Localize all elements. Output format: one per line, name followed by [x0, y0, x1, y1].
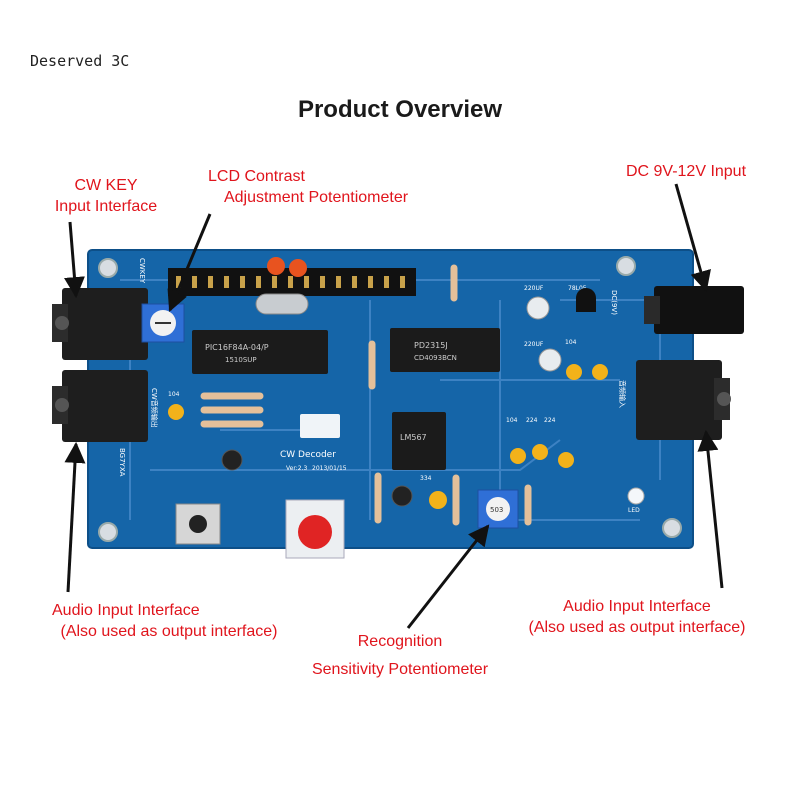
- cap3-label: 224: [526, 417, 538, 424]
- cap5-label: 334: [420, 475, 432, 482]
- audio-jack-bottom-left: [52, 370, 148, 442]
- callout-arrows: [64, 183, 724, 629]
- audio-left-label: Audio Input Interface (Also used as outp…: [34, 600, 304, 642]
- chip2-label: PD2315J: [414, 341, 448, 350]
- audio-right-line1: Audio Input Interface: [563, 598, 711, 615]
- arrow-audio-right: [697, 429, 724, 589]
- chip2-sub-label: CD4093BCN: [414, 354, 457, 362]
- dc-mark-label: DC(9V): [610, 290, 618, 315]
- serial-label: BG7YXA: [118, 448, 126, 477]
- lcd-contrast-potentiometer: [141, 303, 185, 343]
- dc-input-label: DC 9V-12V Input: [606, 161, 766, 182]
- audio-jack-top-left: [52, 288, 148, 360]
- side-right-label: 音频输入: [618, 380, 627, 408]
- cw-key-button: [285, 499, 345, 559]
- arrow-dc-input: [674, 183, 711, 293]
- dc-label-line1: DC 9V-12V Input: [625, 163, 747, 180]
- chip3-label: LM567: [400, 433, 427, 442]
- chip-lm567: LM567: [392, 412, 446, 470]
- recognition-line2: Sensitivity Potentiometer: [311, 661, 489, 678]
- cw-key-label-line2: Input Interface: [54, 198, 158, 215]
- audio-left-line1: Audio Input Interface: [52, 602, 200, 619]
- arrow-cw-key: [64, 221, 85, 299]
- yellow-capacitors: [168, 364, 608, 509]
- audio-left-line2: (Also used as output interface): [60, 623, 278, 640]
- audio-jack-right: [636, 360, 731, 440]
- recognition-potentiometer: 503: [477, 489, 519, 529]
- chip-cd4093: PD2315J CD4093BCN: [390, 328, 500, 372]
- side-left-label: CW音频输出: [150, 388, 159, 428]
- recognition-line1: Recognition: [357, 633, 443, 650]
- chip-pic16f84a: PIC16F84A-04/P 1510SUP: [192, 330, 328, 374]
- board-name: CW Decoder: [280, 450, 336, 460]
- audio-right-line2: (Also used as output interface): [528, 619, 746, 636]
- lcd-label-line2: Adjustment Potentiometer: [223, 189, 409, 206]
- cw-key-label: CW KEY Input Interface: [36, 175, 176, 217]
- pot-mark-label: 503: [490, 506, 503, 514]
- chip1-sub-label: 1510SUP: [225, 356, 257, 364]
- cap6-label: 104: [506, 417, 518, 424]
- cw-key-label-line1: CW KEY: [74, 177, 138, 194]
- board-date: 2013/01/15: [312, 465, 347, 472]
- crystal: [255, 293, 309, 315]
- reset-button: [175, 503, 221, 545]
- reg-label: 78L05: [568, 285, 587, 292]
- cwkey-mark-label: CWKEY: [138, 258, 146, 284]
- ceramic-cap: [267, 257, 285, 275]
- led: [627, 487, 645, 505]
- resistors: [200, 264, 532, 526]
- audio-right-label: Audio Input Interface (Also used as outp…: [506, 596, 768, 638]
- ceramic-cap: [289, 259, 307, 277]
- elec1-label: 220UF: [524, 285, 544, 292]
- voltage-regulator: [576, 288, 596, 312]
- cap1-label: 104: [168, 391, 180, 398]
- cap2-label: 104: [565, 339, 577, 346]
- recognition-label: Recognition Sensitivity Potentiometer: [290, 631, 510, 680]
- lcd-label-line1: LCD Contrast: [208, 168, 305, 185]
- cap4-label: 224: [544, 417, 556, 424]
- dc-jack: [644, 286, 744, 334]
- elec2-label: 220UF: [524, 341, 544, 348]
- page-title: Product Overview: [297, 96, 503, 123]
- watermark: Deserved 3C: [30, 52, 130, 70]
- arrow-audio-left: [64, 441, 86, 593]
- cw-decoder-logo: CW Decoder Ver:2.3 2013/01/15: [280, 414, 347, 472]
- led-label: LED: [628, 507, 640, 514]
- arrow-recognition: [406, 524, 490, 629]
- mounting-holes: [98, 256, 682, 542]
- electrolytic-capacitors: [221, 296, 562, 507]
- lcd-contrast-label: LCD Contrast Adjustment Potentiometer: [196, 166, 436, 208]
- arrow-lcd-contrast: [167, 213, 212, 312]
- board-version: Ver:2.3: [286, 465, 307, 472]
- chip1-label: PIC16F84A-04/P: [205, 343, 269, 352]
